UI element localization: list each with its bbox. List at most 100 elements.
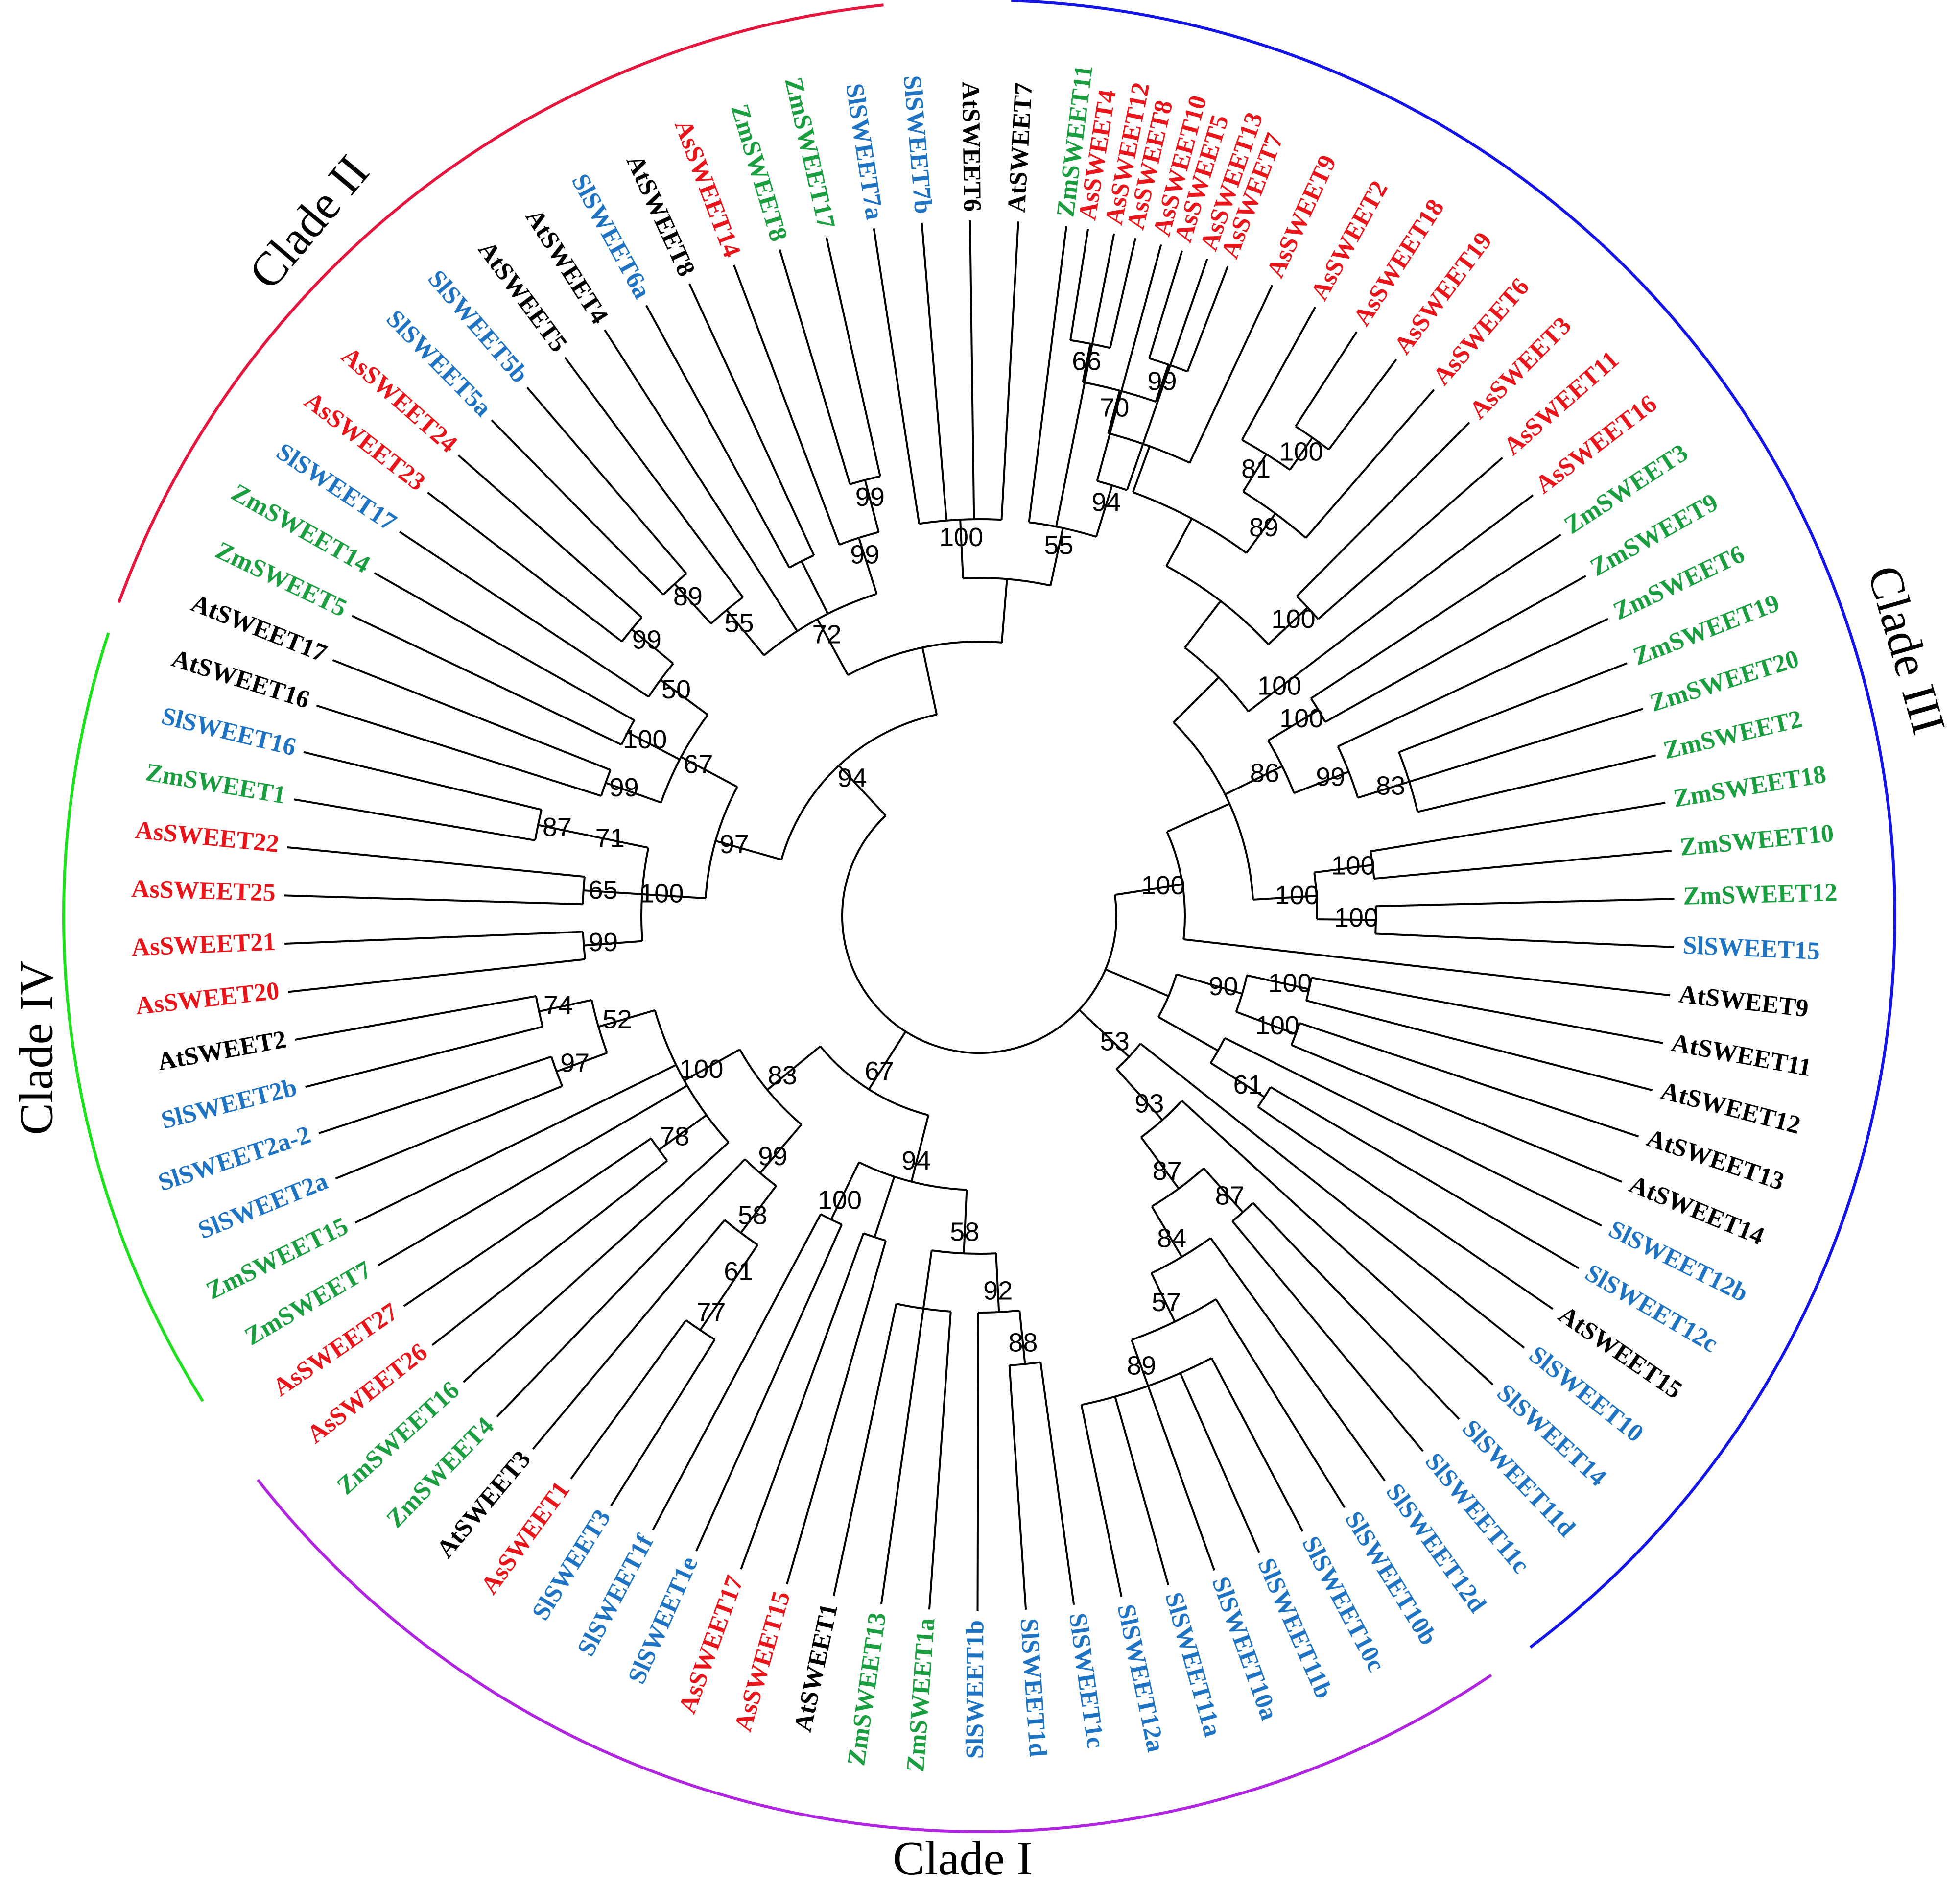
branch-arc	[1173, 721, 1254, 900]
branch-arc	[820, 1213, 842, 1226]
branch	[1139, 1043, 1525, 1349]
branch	[1186, 266, 1229, 372]
branch-arc	[582, 932, 586, 959]
bootstrap-value: 67	[865, 1056, 894, 1086]
branch	[830, 1162, 860, 1220]
branch	[1328, 358, 1397, 451]
branch-arc	[919, 518, 1002, 525]
bootstrap-value: 89	[673, 582, 703, 611]
bootstrap-value: 72	[812, 620, 842, 649]
bootstrap-value: 94	[838, 764, 867, 793]
branch	[1306, 1000, 1653, 1091]
branch	[816, 619, 849, 676]
branch	[293, 798, 536, 841]
leaf-label: AsSWEET15	[729, 1588, 796, 1735]
bootstrap-value: 97	[560, 1048, 590, 1077]
branch	[378, 1084, 688, 1267]
leaf-label: SlSWEET15	[1682, 932, 1820, 966]
leaf-label: SlSWEET11a	[1159, 1589, 1227, 1740]
branch	[1082, 343, 1091, 382]
bootstrap-value: 61	[1233, 1070, 1263, 1099]
leaf-label: SlSWEET16	[159, 702, 299, 761]
bootstrap-value: 100	[818, 1185, 862, 1215]
branch	[1109, 238, 1136, 348]
branch	[1039, 1362, 1075, 1605]
bootstrap-value: 77	[696, 1297, 726, 1327]
leaf-label: ZmSWEET10	[1679, 819, 1835, 861]
branch-arc	[1029, 521, 1097, 538]
branch-arc	[1151, 1237, 1211, 1274]
branch-arc	[847, 641, 1002, 676]
branch	[1209, 1237, 1386, 1482]
branch	[1183, 938, 1670, 997]
leaf-label: AtSWEET7	[1003, 82, 1038, 214]
bootstrap-value: 90	[1209, 972, 1238, 1001]
branch	[910, 1115, 930, 1182]
branch	[1179, 1372, 1260, 1553]
branch	[1078, 1009, 1130, 1058]
leaf-label: AtSWEET11	[1669, 1029, 1814, 1082]
branch-arc	[1267, 740, 1295, 794]
branch	[295, 995, 537, 1041]
branch-arc	[1166, 565, 1270, 645]
branch	[316, 704, 602, 797]
bootstrap-value: 87	[1215, 1181, 1245, 1211]
branch	[1241, 306, 1317, 441]
branch	[740, 1233, 865, 1570]
bootstrap-value: 87	[543, 813, 572, 842]
branch	[564, 357, 744, 598]
branch	[688, 283, 815, 556]
bootstrap-value: 99	[1147, 367, 1177, 396]
bootstrap-value: 53	[1100, 1027, 1130, 1056]
branch	[642, 893, 706, 900]
branch	[1294, 770, 1349, 794]
bootstrap-value: 81	[1241, 454, 1271, 484]
bootstrap-value: 94	[901, 1146, 931, 1175]
branch	[1417, 754, 1656, 813]
branch-arc	[1231, 1202, 1254, 1222]
branch	[1296, 422, 1470, 597]
branch	[684, 1049, 740, 1082]
branch	[959, 519, 964, 578]
branch	[1080, 1405, 1123, 1597]
branch	[1049, 527, 1064, 586]
branch	[1165, 518, 1193, 567]
branch-arc	[662, 573, 687, 596]
leaf-label: AtSWEET12	[1658, 1077, 1803, 1140]
leaf-label: AtSWEET1	[789, 1601, 843, 1734]
bootstrap-value: 52	[603, 1004, 632, 1034]
branch	[1314, 864, 1373, 874]
branch	[801, 561, 829, 615]
bootstrap-value: 100	[1279, 437, 1323, 467]
clade-ii-label: Clade II	[238, 145, 379, 299]
branch	[1132, 446, 1151, 493]
branch-arc	[1235, 975, 1248, 1012]
branch	[864, 479, 880, 532]
bootstrap-value: 100	[939, 523, 983, 552]
tree-branches	[284, 220, 1675, 1612]
branch	[583, 889, 642, 895]
branch-arc	[1140, 1100, 1183, 1138]
branch	[303, 751, 542, 811]
bootstrap-value: 88	[1008, 1328, 1038, 1358]
bootstrap-value: 58	[738, 1201, 767, 1230]
branch	[631, 628, 674, 665]
branch	[1150, 1272, 1176, 1322]
bootstrap-value: 100	[1331, 851, 1375, 880]
clade-i-arc	[257, 1479, 1492, 1833]
branch	[1375, 932, 1674, 948]
branch	[681, 756, 738, 788]
leaf-label: SlSWEET7b	[898, 74, 937, 215]
branch	[1299, 1022, 1639, 1138]
branch	[733, 264, 841, 545]
leaf-label: AsSWEET25	[131, 875, 276, 907]
leaf-label: ZmSWEET17	[779, 75, 840, 232]
bootstrap-value: 89	[1127, 1351, 1156, 1381]
branch	[539, 999, 592, 1013]
leaf-label: SlSWEET2b	[158, 1074, 300, 1135]
branch	[1252, 1202, 1460, 1420]
branch	[1148, 250, 1183, 359]
branch	[1231, 1220, 1424, 1452]
